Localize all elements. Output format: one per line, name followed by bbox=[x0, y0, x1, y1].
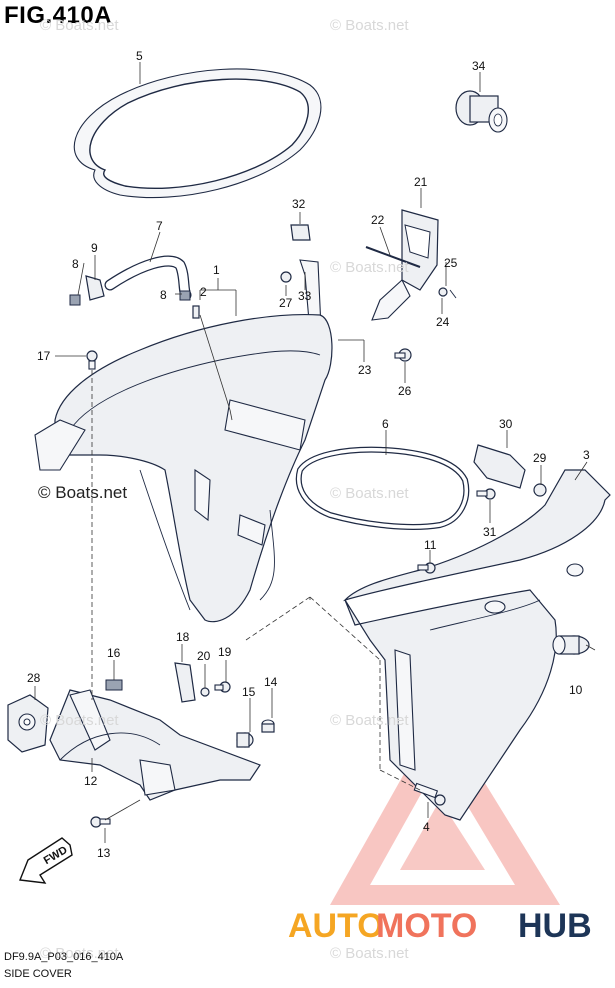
callout: 5 bbox=[136, 49, 143, 63]
part-22-pin bbox=[365, 246, 421, 268]
callout: 3 bbox=[583, 448, 590, 462]
boats-net-watermark: © Boats.net bbox=[38, 483, 127, 502]
callout: 4 bbox=[423, 820, 430, 834]
part-27-nut bbox=[280, 271, 292, 283]
part-4-bolt bbox=[413, 782, 446, 806]
callout: 10 bbox=[569, 683, 583, 697]
callout: 33 bbox=[298, 289, 312, 303]
part-20-washer bbox=[200, 687, 210, 697]
part-21-latch bbox=[371, 209, 439, 321]
part-17-screw bbox=[86, 350, 98, 370]
part-13-bolt bbox=[90, 816, 111, 828]
callout: 31 bbox=[483, 525, 497, 539]
callout: 28 bbox=[27, 671, 41, 685]
figure-title: FIG.410A bbox=[4, 2, 113, 29]
callout: 11 bbox=[424, 538, 437, 552]
part-30-bracket bbox=[473, 444, 526, 489]
callout: 8 bbox=[160, 288, 167, 302]
part-16-clip bbox=[105, 679, 123, 691]
part-32-cushion bbox=[290, 224, 311, 241]
part-5-seal bbox=[73, 68, 322, 199]
part-25-clip bbox=[449, 289, 457, 299]
figure-subtitle: SIDE COVER bbox=[4, 968, 72, 980]
callout: 30 bbox=[499, 417, 513, 431]
svg-text:© Boats.net: © Boats.net bbox=[330, 945, 409, 962]
callout: 2 bbox=[200, 285, 207, 299]
leader-lines bbox=[34, 62, 596, 843]
part-26-bolt bbox=[394, 348, 412, 362]
watermarks: © Boats.net © Boats.net © Boats.net © Bo… bbox=[38, 17, 409, 962]
callout: 23 bbox=[358, 363, 372, 377]
callout: 18 bbox=[176, 630, 190, 644]
part-3-side-cover-right bbox=[342, 469, 611, 821]
callout: 25 bbox=[444, 256, 458, 270]
callout-labels: 5 34 21 32 22 9 7 8 1 25 2 8 27 33 24 17… bbox=[27, 49, 590, 860]
callout: 22 bbox=[371, 213, 385, 227]
callout: 32 bbox=[292, 197, 306, 211]
svg-text:HUB: HUB bbox=[518, 907, 592, 945]
part-11-screw bbox=[417, 562, 436, 574]
svg-text:© Boats.net: © Boats.net bbox=[40, 17, 119, 34]
part-19-screw bbox=[214, 681, 231, 693]
part-28-mount bbox=[7, 694, 49, 753]
svg-text:© Boats.net: © Boats.net bbox=[330, 259, 409, 276]
part-6-gasket bbox=[295, 446, 470, 530]
fwd-arrow-icon: FWD bbox=[19, 837, 73, 884]
part-1-side-cover-left bbox=[34, 314, 333, 623]
callout: 15 bbox=[242, 685, 256, 699]
part-31-screw bbox=[476, 488, 496, 500]
svg-text:© Boats.net: © Boats.net bbox=[330, 712, 409, 729]
callout: 21 bbox=[414, 175, 428, 189]
callout: 20 bbox=[197, 649, 211, 663]
callout: 12 bbox=[84, 774, 98, 788]
callout: 29 bbox=[533, 451, 547, 465]
callout: 19 bbox=[218, 645, 232, 659]
svg-text:AUTO: AUTO bbox=[288, 907, 384, 945]
callout: 7 bbox=[156, 219, 163, 233]
callout: 14 bbox=[264, 675, 278, 689]
part-2-screw bbox=[192, 305, 200, 319]
part-34-grommet bbox=[455, 90, 508, 133]
part-10-grommet bbox=[552, 635, 590, 655]
part-14-collar bbox=[261, 719, 275, 733]
callout: 24 bbox=[436, 315, 450, 329]
svg-text:MOTO: MOTO bbox=[376, 907, 477, 945]
callout: 27 bbox=[279, 296, 293, 310]
callout: 34 bbox=[472, 59, 486, 73]
part-15-damper bbox=[236, 732, 254, 748]
callout: 1 bbox=[213, 263, 220, 277]
part-24-washer bbox=[438, 287, 448, 297]
part-8-clip-left bbox=[69, 294, 81, 306]
part-8-clip-right bbox=[179, 290, 191, 301]
callout: 16 bbox=[107, 646, 121, 660]
svg-text:© Boats.net: © Boats.net bbox=[330, 485, 409, 502]
part-12-lower-bracket bbox=[49, 689, 261, 801]
callout: 13 bbox=[97, 846, 111, 860]
callout: 8 bbox=[72, 257, 79, 271]
svg-text:© Boats.net: © Boats.net bbox=[40, 712, 119, 729]
automotohub-wordmark: AUTO MOTO HUB bbox=[288, 907, 592, 945]
callout: 9 bbox=[91, 241, 98, 255]
figure-code: DF9.9A_P03_016_410A bbox=[4, 951, 124, 963]
callout: 26 bbox=[398, 384, 412, 398]
part-29-grommet bbox=[533, 483, 547, 497]
callout: 17 bbox=[37, 349, 51, 363]
svg-text:© Boats.net: © Boats.net bbox=[40, 945, 119, 962]
svg-text:© Boats.net: © Boats.net bbox=[330, 17, 409, 34]
callout: 6 bbox=[382, 417, 389, 431]
part-18-bracket bbox=[174, 662, 196, 703]
